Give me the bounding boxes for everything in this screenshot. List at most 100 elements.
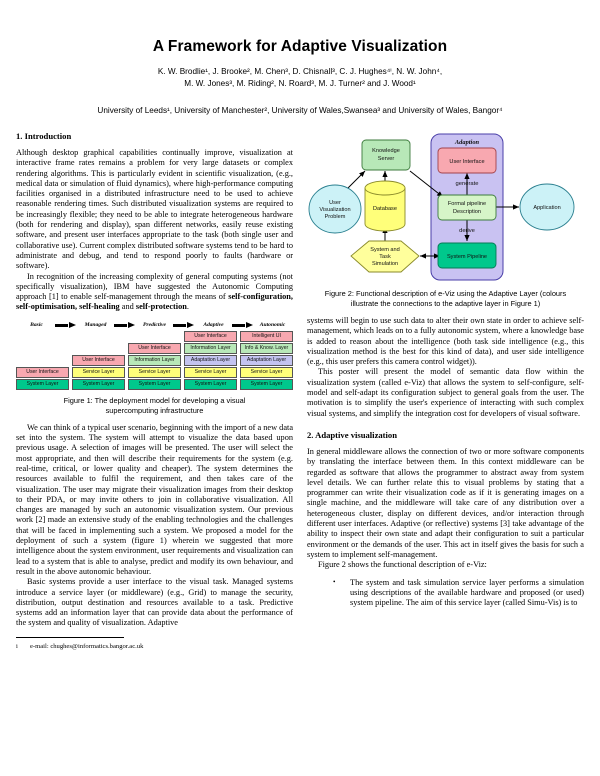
figure-1-layer-box: Service Layer xyxy=(184,366,237,378)
figure-2: Adaption User Visualization Problem xyxy=(307,131,584,283)
node-knowledge-server-label-1: Knowledge xyxy=(372,148,400,154)
right-paragraph-3: In general middleware allows the connect… xyxy=(307,446,584,559)
intro-p2-bold-2: self-protection xyxy=(135,302,187,312)
figure-1-layer-box: User Interface xyxy=(128,342,181,354)
node-formal-pipeline-label-1: Formal pipeline xyxy=(448,201,486,207)
left-column: 1. Introduction Although desktop graphic… xyxy=(16,131,293,651)
node-formal-pipeline-label-2: Description xyxy=(453,209,481,215)
footnote: i e-mail: chughes@informatics.bangor.ac.u… xyxy=(16,642,293,651)
right-paragraph-1: systems will begin to use such data to a… xyxy=(307,316,584,367)
node-system-pipeline xyxy=(437,242,497,269)
figure-2-panel-title: Adaption xyxy=(454,139,480,146)
figure-1-stage-label-basic: Basic xyxy=(30,322,43,329)
node-user-interface-label: User Interface xyxy=(449,159,484,165)
node-user-visualization-problem-label-1: User xyxy=(329,200,341,206)
figure-1-layer-box: User Interface xyxy=(16,366,69,378)
figure-1-layer-box: Adaptation Layer xyxy=(184,354,237,366)
figure-1-layer-box: Adaptation Layer xyxy=(240,354,293,366)
intro-p2-mid: and xyxy=(119,302,136,312)
node-simulation-label-1: System and xyxy=(370,247,400,253)
node-user-interface xyxy=(437,147,497,174)
node-knowledge-server xyxy=(361,139,411,171)
figure-1-stage-label-adaptive: Adaptive xyxy=(203,322,224,329)
node-simulation-label-3: Simulation xyxy=(372,261,398,267)
node-system-pipeline-label: System Pipeline xyxy=(447,254,487,260)
node-application xyxy=(519,183,575,231)
figure-1-layer-box: User Interface xyxy=(184,330,237,342)
intro-paragraph-2: In recognition of the increasing complex… xyxy=(16,272,293,313)
figure-1: Basic Managed Predictive Adaptive Autono… xyxy=(16,321,293,416)
node-user-visualization-problem-label-3: Problem xyxy=(325,214,346,220)
arrow-right-icon xyxy=(55,321,77,329)
paper-header: A Framework for Adaptive Visualization K… xyxy=(0,0,600,117)
intro-p2-suffix: . xyxy=(186,302,189,312)
figure-1-layer-box: User Interface xyxy=(72,354,125,366)
figure-1-stage-arrows: Basic Managed Predictive Adaptive Autono… xyxy=(16,321,293,329)
node-database-label: Database xyxy=(373,206,397,212)
node-formal-pipeline-description xyxy=(437,194,497,221)
node-user-visualization-problem xyxy=(308,184,362,234)
figure-1-layer-box: System Layer xyxy=(184,378,237,390)
bullet-list: The system and task simulation service l… xyxy=(307,577,584,609)
intro-paragraph-3: We can think of a typical user scenario,… xyxy=(16,422,293,576)
intro-paragraph-4: Basic systems provide a user interface t… xyxy=(16,577,293,628)
figure-1-layer-box: Information Layer xyxy=(128,354,181,366)
affiliation-line: University of Leeds¹, University of Manc… xyxy=(97,106,503,115)
arrow-right-icon xyxy=(173,321,195,329)
figure-1-layer-box: System Layer xyxy=(72,378,125,390)
footnote-separator xyxy=(16,636,124,638)
figure-1-stage-label-autonomic: Autonomic xyxy=(259,322,286,329)
footnote-marker: i xyxy=(16,642,18,650)
figure-1-layer-box: Information Layer xyxy=(184,342,237,354)
two-column-body: 1. Introduction Although desktop graphic… xyxy=(0,117,600,651)
figure-2-caption-line-1: Figure 2: Functional description of e-Vi… xyxy=(324,289,567,298)
figure-1-layer-box: Service Layer xyxy=(240,366,293,378)
right-paragraph-2: This poster will present the model of se… xyxy=(307,367,584,418)
right-column: Adaption User Visualization Problem xyxy=(307,131,584,651)
node-system-and-task-simulation xyxy=(350,240,420,273)
figure-1-layer-box: Info & Know. Layer xyxy=(240,342,293,354)
figure-2-caption-line-2: illustrate the connections to the adapti… xyxy=(350,299,541,308)
figure-1-layer-box: System Layer xyxy=(240,378,293,390)
node-database-body xyxy=(364,187,406,232)
figure-1-caption: Figure 1: The deployment model for devel… xyxy=(24,396,285,416)
figure-2-diagram: Adaption User Visualization Problem xyxy=(308,133,575,281)
node-database-top xyxy=(364,180,406,196)
edge-label-derive: derive xyxy=(459,228,475,234)
figure-1-layer-box: Intelligent UI xyxy=(240,330,293,342)
edge-knowledge-to-pipeline-desc xyxy=(409,170,444,198)
author-line-1: K. W. Brodlie¹, J. Brooke², M. Chen³, D.… xyxy=(157,67,443,76)
figure-1-caption-line-1: Figure 1: The deployment model for devel… xyxy=(63,395,246,405)
figure-1-layer-box: Service Layer xyxy=(72,366,125,378)
author-line-2: M. W. Jones³, M. Riding², N. Roard³, M. … xyxy=(184,79,416,88)
figure-1-layer-box: System Layer xyxy=(16,378,69,390)
arrow-right-icon xyxy=(114,321,136,329)
intro-p2-prefix: In recognition of the increasing complex… xyxy=(16,271,293,302)
right-paragraph-4: Figure 2 shows the functional descriptio… xyxy=(318,560,487,570)
footnote-text: e-mail: chughes@informatics.bangor.ac.uk xyxy=(30,642,144,650)
node-simulation-label-2: Task xyxy=(379,254,391,260)
figure-1-caption-line-2: supercomputing infrastructure xyxy=(105,405,204,415)
intro-p2-bold-1: self-configuration, self-optimisation, s… xyxy=(16,292,293,312)
node-knowledge-server-label-2: Server xyxy=(378,156,395,162)
intro-paragraph-1: Although desktop graphical capabilities … xyxy=(16,148,293,271)
page-title: A Framework for Adaptive Visualization xyxy=(152,38,448,55)
node-application-label: Application xyxy=(533,205,560,211)
list-item: The system and task simulation service l… xyxy=(333,577,584,609)
figure-1-stage-label-managed: Managed xyxy=(84,322,107,329)
section-heading-introduction: 1. Introduction xyxy=(16,131,72,141)
section-heading-adaptive-visualization: 2. Adaptive visualization xyxy=(307,429,398,440)
figure-2-caption: Figure 2: Functional description of e-Vi… xyxy=(315,289,576,309)
figure-1-stage-label-predictive: Predictive xyxy=(143,322,166,329)
edge-label-generate: generate xyxy=(456,181,479,187)
arrow-right-icon xyxy=(232,321,254,329)
node-user-visualization-problem-label-2: Visualization xyxy=(319,207,350,213)
figure-1-layer-box: Service Layer xyxy=(128,366,181,378)
